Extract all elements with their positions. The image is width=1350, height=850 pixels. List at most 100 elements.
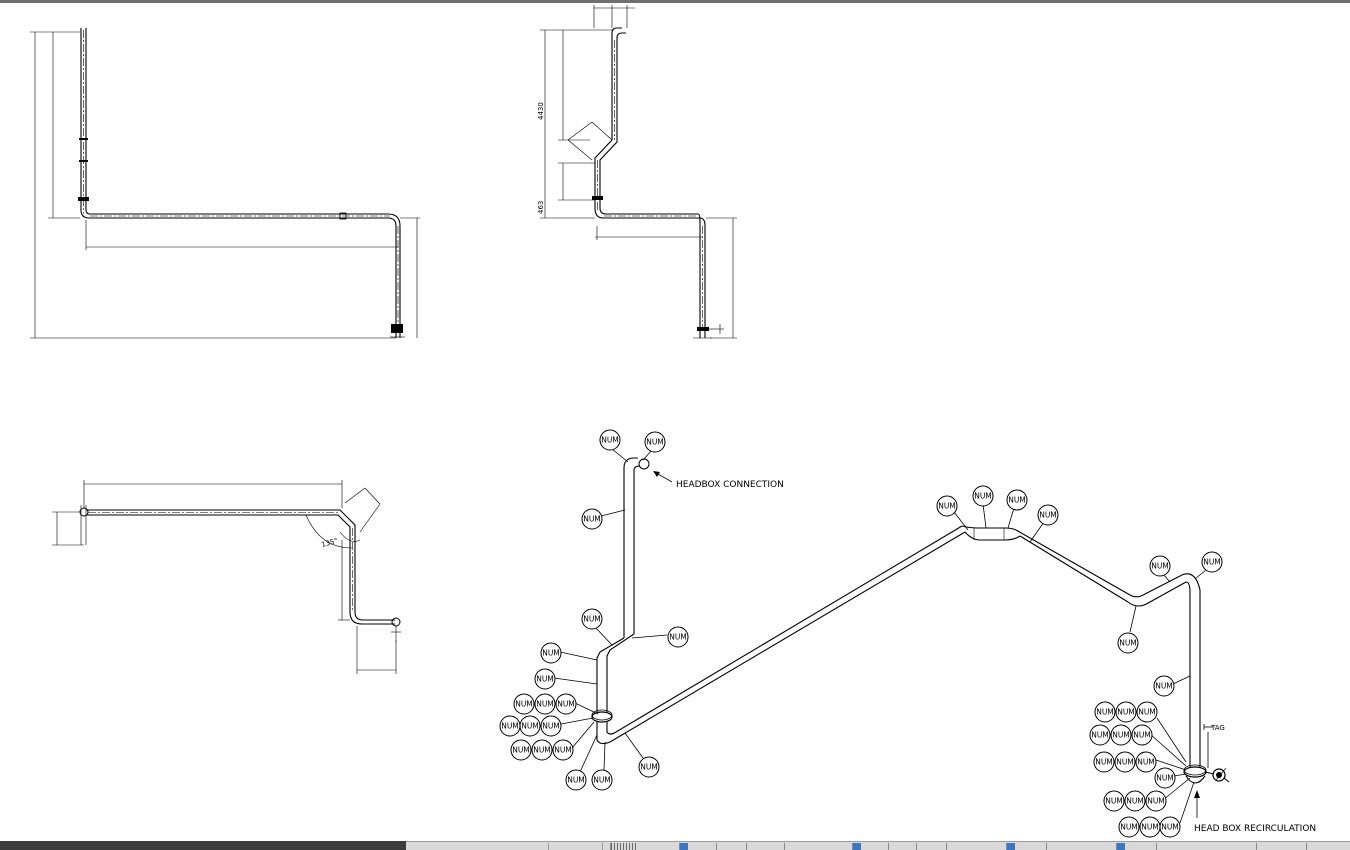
callout-bubble: NUM: [581, 608, 603, 630]
callout-bubble: NUM: [1006, 489, 1028, 511]
workspace-button[interactable]: [1046, 843, 1061, 850]
tag-label: TAG: [1210, 724, 1225, 732]
bubble-circle: [1110, 724, 1132, 746]
ortho-mode-button[interactable]: [716, 843, 731, 850]
bubble-label: NUM: [1091, 731, 1109, 740]
callout-bubble: NUM: [591, 769, 613, 791]
lineweight-button[interactable]: [888, 843, 903, 850]
dim-4430: 4430: [537, 102, 545, 120]
otrack-button[interactable]: [852, 843, 861, 850]
headbox-connection-label: HEADBOX CONNECTION: [676, 480, 784, 490]
bubble-label: NUM: [1120, 823, 1138, 832]
bubble-label: NUM: [536, 675, 554, 684]
bubble-label: NUM: [1117, 708, 1135, 717]
bubble-label: NUM: [501, 722, 519, 731]
annotation-scale-button[interactable]: [1006, 843, 1015, 850]
bubble-circle: [1135, 751, 1157, 773]
bubble-circle: [1094, 701, 1116, 723]
callout-bubble: NUM: [936, 495, 958, 517]
bubble-circle: [667, 626, 689, 648]
bubble-label: NUM: [557, 700, 575, 709]
bubble-label: NUM: [1105, 797, 1123, 806]
callout-bubble: NUM: [644, 431, 666, 453]
dim-463: 463: [537, 201, 545, 214]
bubble-label: NUM: [974, 492, 992, 501]
callout-bubble: NUM: [1153, 675, 1175, 697]
bubble-label: NUM: [1116, 758, 1134, 767]
callout-bubble: NUM: [1124, 790, 1146, 812]
callout-bubble: NUM: [555, 693, 577, 715]
callout-bubble: NUM: [1117, 632, 1139, 654]
bubble-circle: [1131, 724, 1153, 746]
bubble-label: NUM: [1156, 774, 1174, 783]
bubble-label: NUM: [640, 763, 658, 772]
bubble-circle: [534, 668, 556, 690]
snap-mode-button[interactable]: [679, 843, 688, 850]
bubble-label: NUM: [515, 700, 533, 709]
headbox-recirculation-label: HEAD BOX RECIRCULATION: [1194, 824, 1316, 834]
drawing-canvas[interactable]: 4430 463 135°: [0, 3, 1350, 841]
selection-cycling-button[interactable]: [946, 843, 961, 850]
elevation-view-1: [30, 28, 420, 339]
bubble-label: NUM: [533, 746, 551, 755]
bubble-circle: [972, 485, 994, 507]
bubble-circle: [591, 769, 613, 791]
isometric-view: TAG HEAD BOX RECIRCULATION HEADBOX CONNE…: [591, 457, 1316, 834]
bubble-circle: [1118, 816, 1140, 838]
bubble-circle: [644, 431, 666, 453]
bubble-circle: [1037, 504, 1059, 526]
bubble-label: NUM: [1133, 731, 1151, 740]
elevation-view-2: 4430 463: [537, 5, 737, 339]
transparency-button[interactable]: [916, 843, 931, 850]
isolate-objects-button[interactable]: [1116, 843, 1125, 850]
bubble-circle: [1154, 767, 1176, 789]
bubble-label: NUM: [1203, 558, 1221, 567]
bubble-circle: [1201, 551, 1223, 573]
callout-bubble: NUM: [519, 715, 541, 737]
callout-bubble: NUM: [565, 769, 587, 791]
bubble-circle: [1136, 701, 1158, 723]
bubble-circle: [599, 429, 621, 451]
bubble-label: NUM: [1147, 797, 1165, 806]
osnap-button[interactable]: [784, 843, 799, 850]
bubble-label: NUM: [1141, 823, 1159, 832]
callout-bubble: NUM: [1093, 751, 1115, 773]
customization-button[interactable]: [1306, 843, 1321, 850]
bubble-circle: [540, 642, 562, 664]
status-bar: [0, 841, 1350, 850]
callout-bubble: NUM: [499, 715, 521, 737]
bubble-circle: [510, 739, 532, 761]
callout-bubble: NUM: [1145, 790, 1167, 812]
callout-bubble: NUM: [1103, 790, 1125, 812]
hardware-acceleration-button[interactable]: [1156, 843, 1171, 850]
callout-bubble: NUM: [534, 693, 556, 715]
bubble-label: NUM: [1161, 823, 1179, 832]
bubble-circle: [638, 756, 660, 778]
grid-toggle-button[interactable]: [610, 843, 637, 850]
polar-tracking-button[interactable]: [746, 843, 761, 850]
clean-screen-button[interactable]: [1256, 843, 1271, 850]
callout-bubble: NUM: [531, 739, 553, 761]
bubble-label: NUM: [542, 649, 560, 658]
bubble-label: NUM: [1008, 496, 1026, 505]
bubble-label: NUM: [938, 502, 956, 511]
bubble-circle: [1153, 675, 1175, 697]
bubble-circle: [1089, 724, 1111, 746]
bubble-label: NUM: [583, 515, 601, 524]
plan-view: 135°: [52, 480, 401, 674]
bubble-label: NUM: [554, 746, 572, 755]
callout-bubble: NUM: [667, 626, 689, 648]
bubble-circle: [519, 715, 541, 737]
bubble-label: NUM: [1126, 797, 1144, 806]
bubble-label: NUM: [1095, 758, 1113, 767]
bubble-label: NUM: [512, 746, 530, 755]
callout-bubble: NUM: [513, 693, 535, 715]
bubble-circle: [565, 769, 587, 791]
callout-bubble: NUM: [1154, 767, 1176, 789]
bubble-label: NUM: [593, 776, 611, 785]
callout-bubble: NUM: [1110, 724, 1132, 746]
callout-bubble: NUM: [972, 485, 994, 507]
callout-bubble: NUM: [1037, 504, 1059, 526]
bubble-label: NUM: [1119, 639, 1137, 648]
bubble-label: NUM: [646, 438, 664, 447]
